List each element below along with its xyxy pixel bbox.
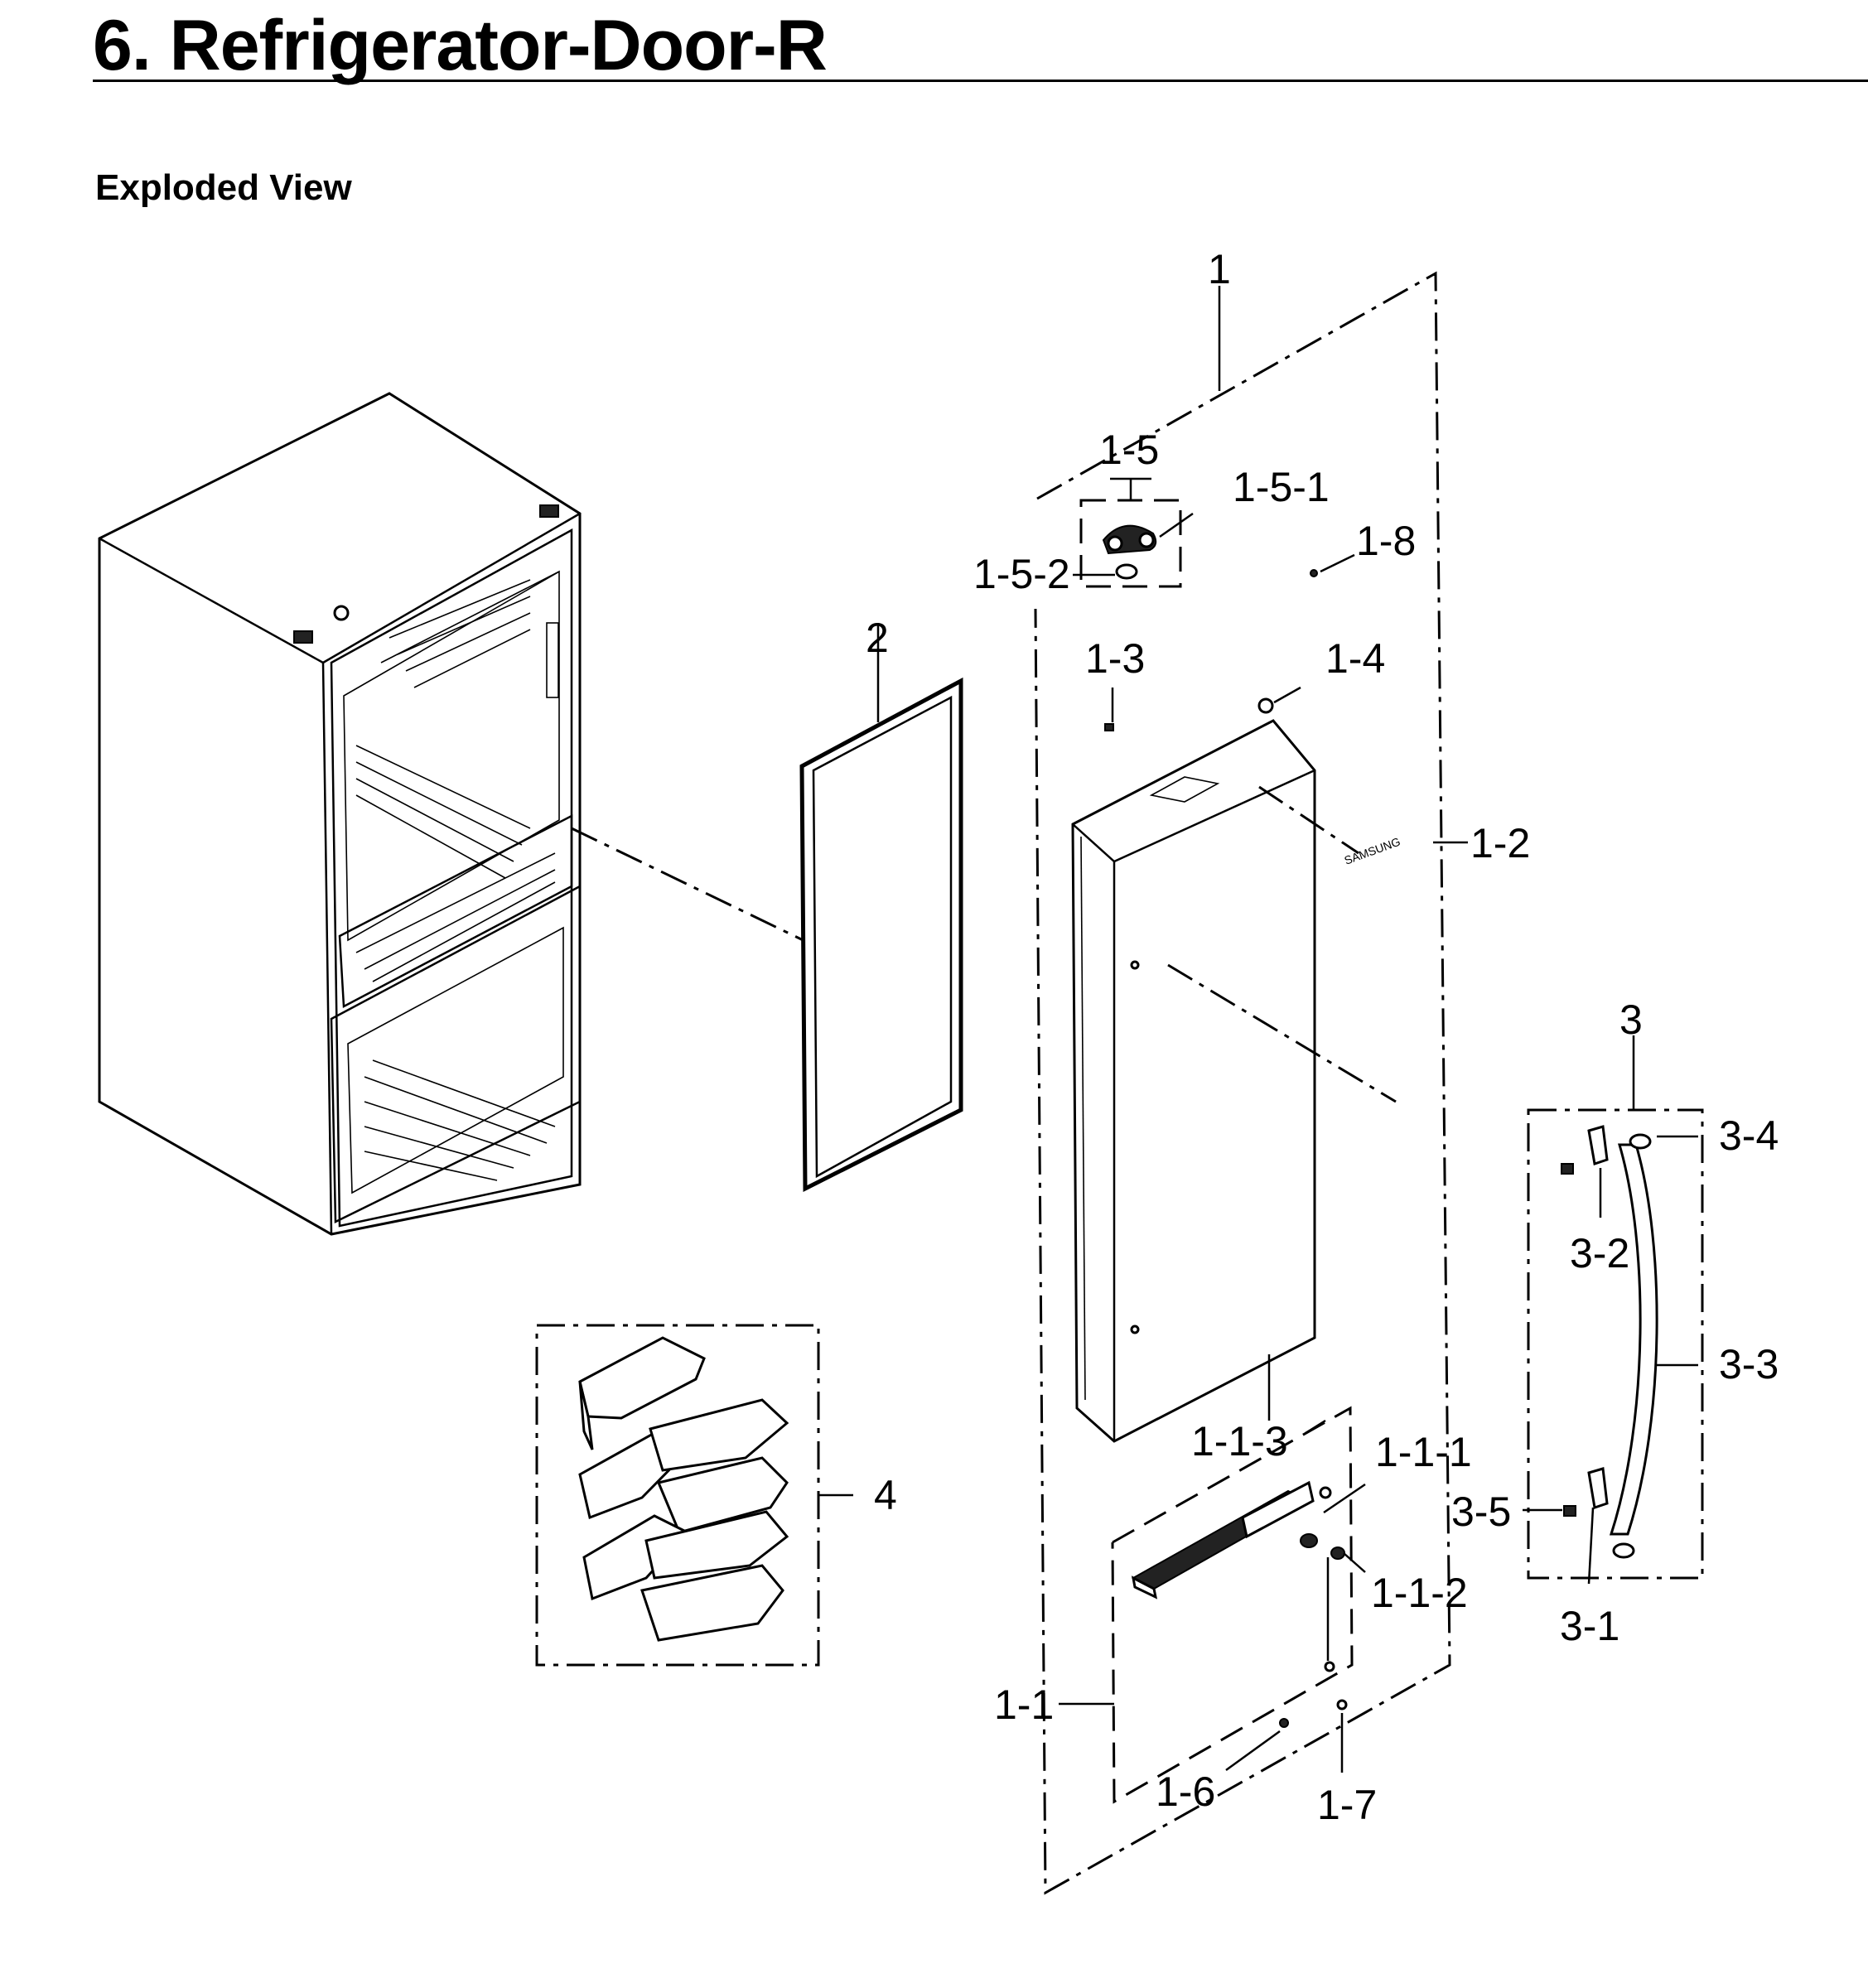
screw-part bbox=[1104, 723, 1114, 731]
label-1-1: 1-1 bbox=[994, 1682, 1054, 1728]
label-1-5-2: 1-5-2 bbox=[973, 551, 1070, 597]
title-underline bbox=[93, 80, 1868, 82]
section-subtitle: Exploded View bbox=[95, 167, 352, 208]
label-1-6: 1-6 bbox=[1156, 1768, 1215, 1815]
alignment-line-cabinet bbox=[571, 827, 941, 1008]
label-4: 4 bbox=[874, 1472, 897, 1518]
screw-part bbox=[1279, 1718, 1289, 1728]
handle-cap-upper-part bbox=[1587, 1125, 1609, 1165]
label-1-4: 1-4 bbox=[1325, 635, 1385, 682]
door-gasket-part bbox=[799, 677, 963, 1193]
page-title: 6. Refrigerator-Door-R bbox=[93, 6, 828, 85]
handle-group-box bbox=[1527, 1108, 1704, 1580]
label-3-5: 3-5 bbox=[1451, 1489, 1511, 1535]
svg-text:SAMSUNG: SAMSUNG bbox=[1343, 835, 1402, 867]
door-assembly-boundary bbox=[1034, 271, 1451, 1895]
handle-cap-lower-part bbox=[1587, 1467, 1609, 1509]
label-3-3: 3-3 bbox=[1719, 1341, 1779, 1387]
label-1-5: 1-5 bbox=[1099, 427, 1159, 473]
lower-cover-group-box bbox=[1111, 1406, 1354, 1804]
label-3: 3 bbox=[1619, 996, 1643, 1043]
label-1-1-2: 1-1-2 bbox=[1371, 1570, 1468, 1616]
refrigerator-cabinet bbox=[98, 392, 582, 1236]
label-3-2: 3-2 bbox=[1570, 1230, 1629, 1276]
upper-hinge-part bbox=[1102, 524, 1157, 555]
label-1-1-1: 1-1-1 bbox=[1375, 1429, 1472, 1475]
label-1-8: 1-8 bbox=[1356, 518, 1416, 564]
lower-cover-part bbox=[1131, 1480, 1315, 1600]
screw-part bbox=[1336, 1699, 1348, 1711]
label-1-1-3: 1-1-3 bbox=[1191, 1418, 1288, 1464]
label-2: 2 bbox=[866, 615, 889, 661]
label-3-1: 3-1 bbox=[1560, 1603, 1619, 1649]
label-1-5-1: 1-5-1 bbox=[1233, 464, 1330, 510]
label-1-2: 1-2 bbox=[1470, 820, 1530, 866]
label-1-7: 1-7 bbox=[1317, 1782, 1377, 1828]
label-1-3: 1-3 bbox=[1085, 635, 1145, 682]
door-panel-part bbox=[1071, 719, 1316, 1443]
hinge-washer-part bbox=[1115, 563, 1138, 580]
label-1: 1 bbox=[1208, 246, 1231, 292]
door-bins-part bbox=[578, 1336, 789, 1642]
label-3-4: 3-4 bbox=[1719, 1112, 1779, 1159]
screw-part bbox=[1257, 697, 1274, 714]
handle-part bbox=[1609, 1133, 1658, 1559]
